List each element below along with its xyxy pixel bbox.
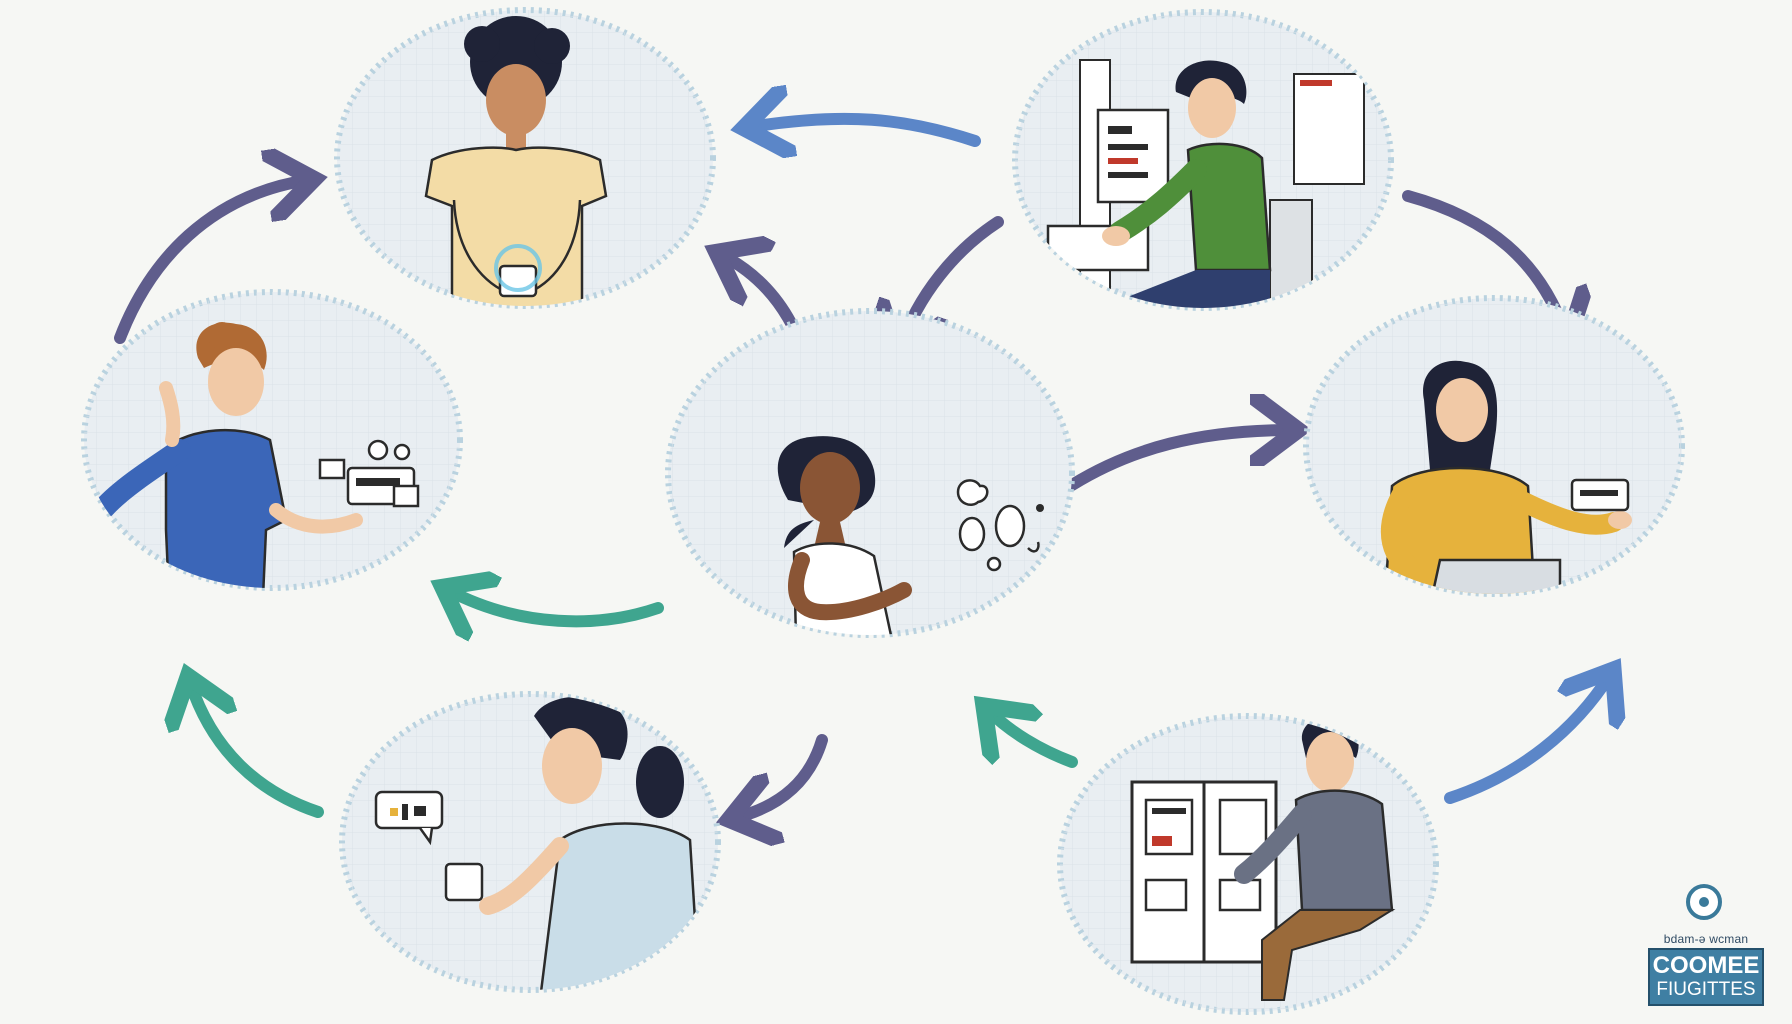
gear-icon: [367, 439, 389, 461]
note-icon: [1144, 878, 1188, 912]
node-bottom-right: [1057, 713, 1439, 1015]
monitor-icon: [1096, 108, 1170, 204]
logo-title-line2: FIUGITTES: [1656, 979, 1756, 1000]
desk: [1360, 606, 1660, 636]
person-yellow-sweater: [1380, 360, 1632, 594]
node-center: [665, 308, 1075, 638]
card-icon: [318, 458, 346, 480]
person-grey-sweater: [1234, 716, 1396, 1001]
chat-icon: [393, 443, 411, 461]
person-curly-hair: [424, 16, 608, 306]
laptop-icon: [1428, 558, 1562, 594]
speech-bubble-icon: [374, 790, 444, 830]
thought-bubbles: [956, 479, 1044, 572]
brand-logo: bdam-ə wcman COOMEE FIUGITTES: [1646, 884, 1766, 1008]
node-middle-left: [81, 289, 463, 591]
logo-badge: COOMEE FIUGITTES: [1648, 948, 1764, 1006]
person-white-top: [777, 436, 912, 635]
note-icon-2: [1218, 878, 1262, 912]
node-middle-right: [1303, 295, 1685, 636]
speech-bubble: [374, 790, 444, 846]
arrow-center-to-bottom-left: [735, 734, 828, 818]
workstation: [1046, 59, 1365, 308]
arrow-middle-left-to-top-left: [114, 180, 308, 344]
arrow-bottom-right-to-middle-right: [1444, 675, 1610, 804]
arrow-bottom-right-to-center: [988, 710, 1078, 768]
node-bottom-left: [339, 691, 721, 993]
arrow-center-to-middle-left: [448, 590, 664, 621]
cloud-bubble-icon: [956, 479, 989, 506]
box-icon: [392, 484, 420, 508]
node-top-right: [1012, 9, 1394, 311]
logo-title-line1: COOMEE: [1652, 952, 1760, 979]
circular-emblem-icon: [1686, 884, 1722, 920]
logo-caption: bdam-ə wcman: [1663, 932, 1749, 946]
node-top-left: [334, 7, 716, 309]
person-blue-shirt: [93, 322, 363, 588]
arrow-bottom-left-to-middle-left: [190, 682, 324, 818]
floating-interface: [318, 439, 420, 508]
arrow-top-right-to-top-left: [750, 119, 981, 141]
handheld-device-icon: [444, 862, 484, 902]
poster-icon-2: [1218, 798, 1268, 856]
arrow-center-to-middle-right: [1066, 430, 1292, 491]
